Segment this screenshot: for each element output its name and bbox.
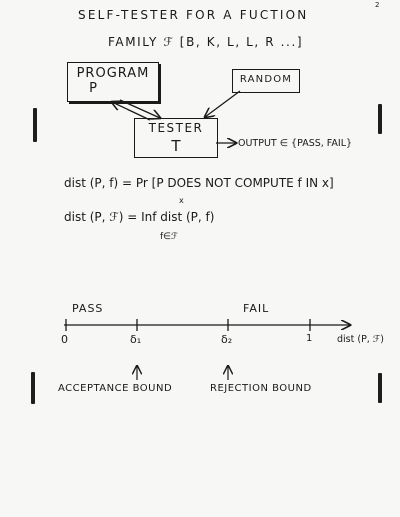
binder-hole-right-bottom [378,373,382,403]
axis-label: dist (P, ℱ) [337,334,385,345]
tester-label: TESTER [148,121,204,135]
equation-dist-p-family: dist (P, ℱ) = Inf dist (P, f) [64,210,215,224]
program-symbol: P [89,81,97,96]
equation-2-subscript: f∈ℱ [160,232,179,242]
pass-label: PASS [72,302,104,315]
tick-delta1-label: δ₁ [130,333,142,346]
arrow-random-to-tester [205,90,241,117]
page-number: 2 [375,1,380,9]
random-box: RANDOM [232,69,300,93]
binder-hole-left-top [33,108,37,142]
program-label: PROGRAM [76,66,150,81]
tick-one-label: 1 [306,333,313,344]
arrow-tester-to-program [112,102,151,121]
fail-label: FAIL [243,302,270,315]
binder-hole-right-top [378,104,382,134]
title-line-1: SELF-TESTER FOR A FUCTION [78,8,309,22]
output-label: OUTPUT ∈ {PASS, FAIL} [238,138,353,149]
equation-1-subscript: x [179,196,184,205]
rejection-bound-label: REJECTION BOUND [210,383,312,394]
arrow-program-to-tester [119,99,160,118]
random-label: RANDOM [239,74,293,85]
tester-box: TESTER T [134,118,218,158]
tick-delta2-label: δ₂ [221,333,233,346]
tester-symbol: T [171,137,181,155]
acceptance-bound-label: ACCEPTANCE BOUND [58,383,173,394]
equation-dist-p-f: dist (P, f) = Pr [P DOES NOT COMPUTE f I… [64,176,334,190]
binder-hole-left-bottom [31,372,35,404]
tick-zero-label: 0 [61,333,68,346]
title-line-2: FAMILY ℱ [B, K, L, L, R ...] [108,35,304,49]
